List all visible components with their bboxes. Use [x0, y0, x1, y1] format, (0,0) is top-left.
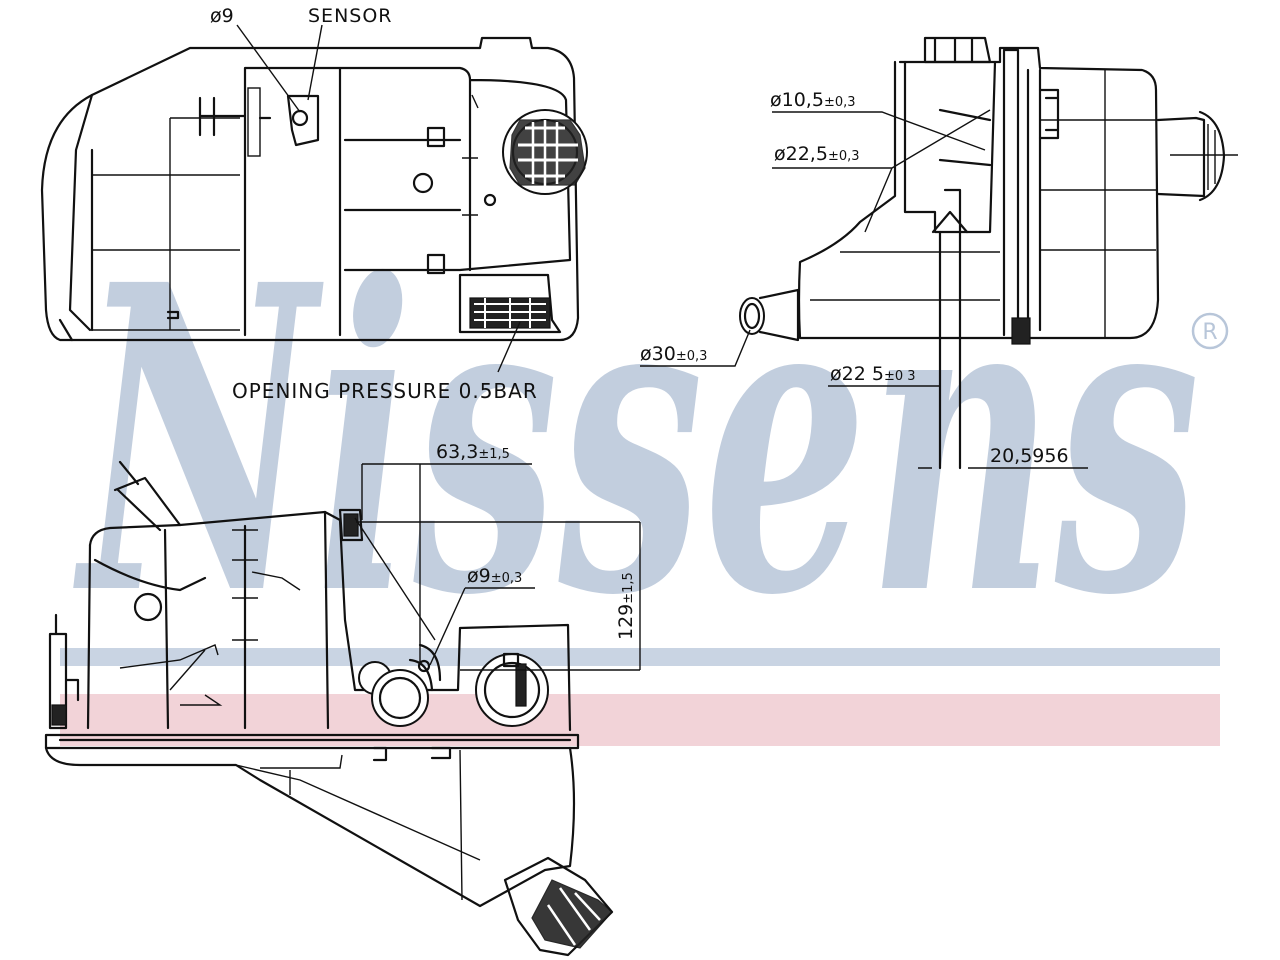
- label-dim-22-5-bottom: ø22 5±0 3: [830, 363, 916, 385]
- label-dim-20-5956: 20,5956: [990, 445, 1069, 467]
- side-view-right-outlet: [1156, 110, 1226, 202]
- top-view: ø9 SENSOR OPENING PRESSURE 0.5BAR: [40, 5, 588, 403]
- front-view-neck: [113, 460, 182, 532]
- top-view-mount-marks: [462, 94, 479, 222]
- side-view-cap-stub: [923, 36, 992, 64]
- side-view-outline: [797, 46, 1160, 340]
- side-view-bracket: [1038, 88, 1060, 140]
- pressure-valve: [458, 273, 562, 334]
- leader-sensor: [307, 24, 323, 101]
- label-opening-pressure: OPENING PRESSURE 0.5BAR: [232, 379, 538, 403]
- front-view-upper-body: [88, 510, 572, 732]
- leader-opening-pressure: [497, 321, 521, 373]
- front-view-lower-body: [44, 746, 576, 908]
- front-view-bottom-outlet: [503, 856, 614, 957]
- side-view: ø10,5±0,3 ø22,5±0,3 ø30±0,3 ø22 5±0 3 20…: [640, 36, 1238, 470]
- label-sensor-hole: ø9: [210, 5, 234, 27]
- top-view-tiny-circle: [483, 193, 497, 207]
- front-view-port-right: [475, 652, 549, 727]
- leader-dim-30: [640, 329, 751, 367]
- top-view-bracket: [198, 96, 272, 137]
- watermark-pink-band: [60, 694, 1220, 746]
- front-view-lower-tabs: [372, 746, 452, 762]
- label-sensor: SENSOR: [308, 5, 393, 27]
- front-view-sensor-boss: [338, 508, 364, 542]
- front-view-sensor-dark: [343, 513, 359, 537]
- top-view-square-1: [426, 126, 446, 148]
- label-dim-9: ø9±0,3: [467, 565, 522, 587]
- side-view-divider: [1002, 48, 1042, 337]
- sensor-housing: [286, 94, 320, 147]
- top-view-square-2: [426, 253, 446, 275]
- front-view-lower-details: [235, 749, 481, 901]
- side-view-arrow: [931, 210, 969, 234]
- front-view: 63,3±1,5 ø9±0,3 129±1,5: [44, 441, 641, 957]
- label-dim-30: ø30±0,3: [640, 343, 707, 365]
- label-dim-22-5-top: ø22,5±0,3: [774, 143, 860, 165]
- top-view-clip: [247, 87, 261, 157]
- dim-129-line: [356, 521, 641, 671]
- filler-cap-top: [502, 109, 588, 195]
- front-view-small-circle: [133, 592, 163, 622]
- label-dim-10-5: ø10,5±0,3: [770, 89, 856, 111]
- side-view-left-hose: [739, 288, 800, 342]
- front-view-left-stub-dark: [51, 704, 67, 726]
- label-dim-129: 129±1,5: [615, 572, 637, 640]
- top-view-outline: [40, 36, 580, 342]
- leader-sensor-hole: [236, 24, 301, 113]
- leader-dim-10-5: [772, 111, 986, 151]
- side-view-inner: [903, 60, 997, 234]
- top-view-left-grid: [92, 117, 240, 331]
- side-view-body-ribs: [810, 70, 1156, 338]
- front-view-flange: [44, 733, 580, 750]
- leader-dim-9: [354, 517, 535, 666]
- top-view-inner-left: [68, 93, 94, 332]
- front-view-port-left: [358, 643, 442, 727]
- side-view-vertical-pipe: [938, 230, 962, 470]
- watermark: Nissens R: [60, 195, 1229, 746]
- top-view-small-circle: [412, 172, 434, 194]
- top-view-center-body: [243, 66, 572, 337]
- side-view-bottom-nub: [1011, 317, 1031, 345]
- sensor-hole-circle: [291, 109, 309, 127]
- front-view-detail-lines: [119, 529, 301, 706]
- registered-letter: R: [1202, 320, 1217, 345]
- watermark-brand: Nissens: [72, 195, 1200, 688]
- front-view-inner-left: [86, 510, 330, 730]
- dim-63-3-line: [361, 463, 532, 665]
- label-dim-63-3: 63,3±1,5: [436, 441, 510, 463]
- registered-circle: [1191, 312, 1229, 350]
- front-view-left-stub: [48, 613, 80, 730]
- leader-dim-22-5-top: [772, 109, 991, 233]
- top-view-bottom-foot: [58, 310, 180, 342]
